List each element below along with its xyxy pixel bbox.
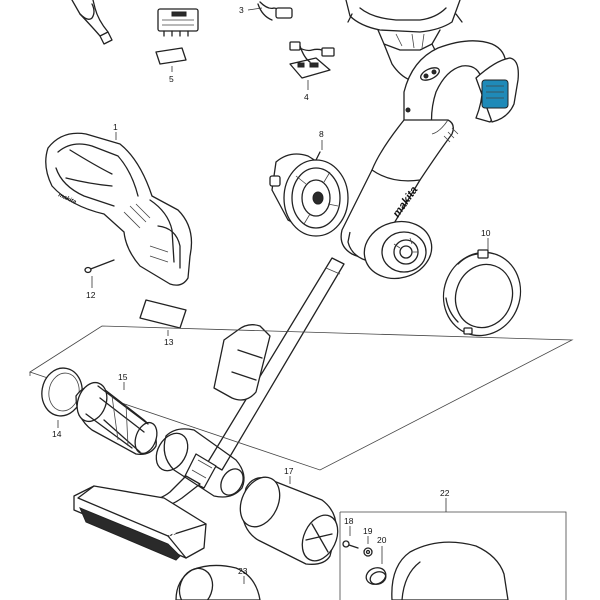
callout-20: 20 [377,535,387,545]
callout-15: 15 [118,372,128,382]
filter-ring-part [442,249,522,337]
washer-part-19 [363,547,373,557]
label-part-13 [139,299,187,329]
bottom-cup-part [175,564,261,600]
cyclone-housing-part [391,541,509,600]
callout-18: 18 [344,516,354,526]
callout-22: 22 [440,488,450,498]
callout-12: 12 [86,290,96,300]
callout-17: 17 [284,466,294,476]
prefilter-cage-part [75,381,158,455]
wire-harness-part [257,1,293,21]
dust-cup-part [155,428,245,498]
label-part-5 [155,47,187,65]
callout-19: 19 [363,526,373,536]
hepa-filter-part [239,476,339,565]
seal-ring-part [41,367,83,417]
ring-part-20 [365,567,387,585]
callout-10: 10 [481,228,491,238]
callout-1: 1 [113,122,118,132]
motor-part [269,151,349,237]
leader-3 [247,7,263,11]
callout-13: 13 [164,337,174,347]
vacuum-main-body: makita [340,40,519,280]
circuit-board-part [289,41,335,79]
floor-nozzle: makita [73,475,207,561]
cyclone-set-box [339,511,567,600]
callout-5: 5 [169,74,174,84]
dust-case-frame [29,325,574,471]
top-housing-fragment [345,0,463,81]
housing-half-part: makita [45,132,193,286]
callout-14: 14 [52,429,62,439]
switch-module-part [157,8,199,37]
screw-part-12 [84,259,115,274]
callout-3: 3 [239,5,244,15]
top-handle-fragment [71,0,113,45]
screw-part-18 [342,540,359,549]
callout-labels: 1 3 4 5 8 10 12 13 14 15 17 18 19 20 22 … [52,5,491,576]
callout-8: 8 [319,129,324,139]
callout-23: 23 [238,566,248,576]
callout-4: 4 [304,92,309,102]
extension-tube [183,257,345,489]
